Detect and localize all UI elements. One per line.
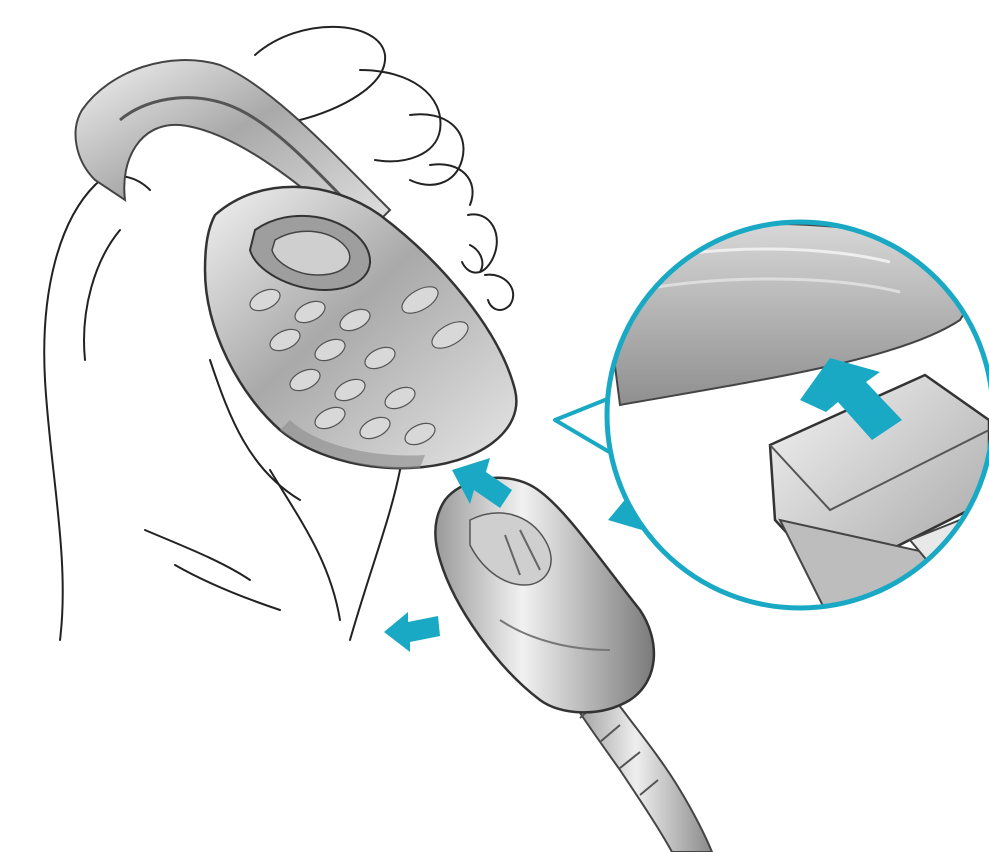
mobile-phone — [76, 60, 517, 469]
zoom-callout-icon — [555, 222, 989, 640]
